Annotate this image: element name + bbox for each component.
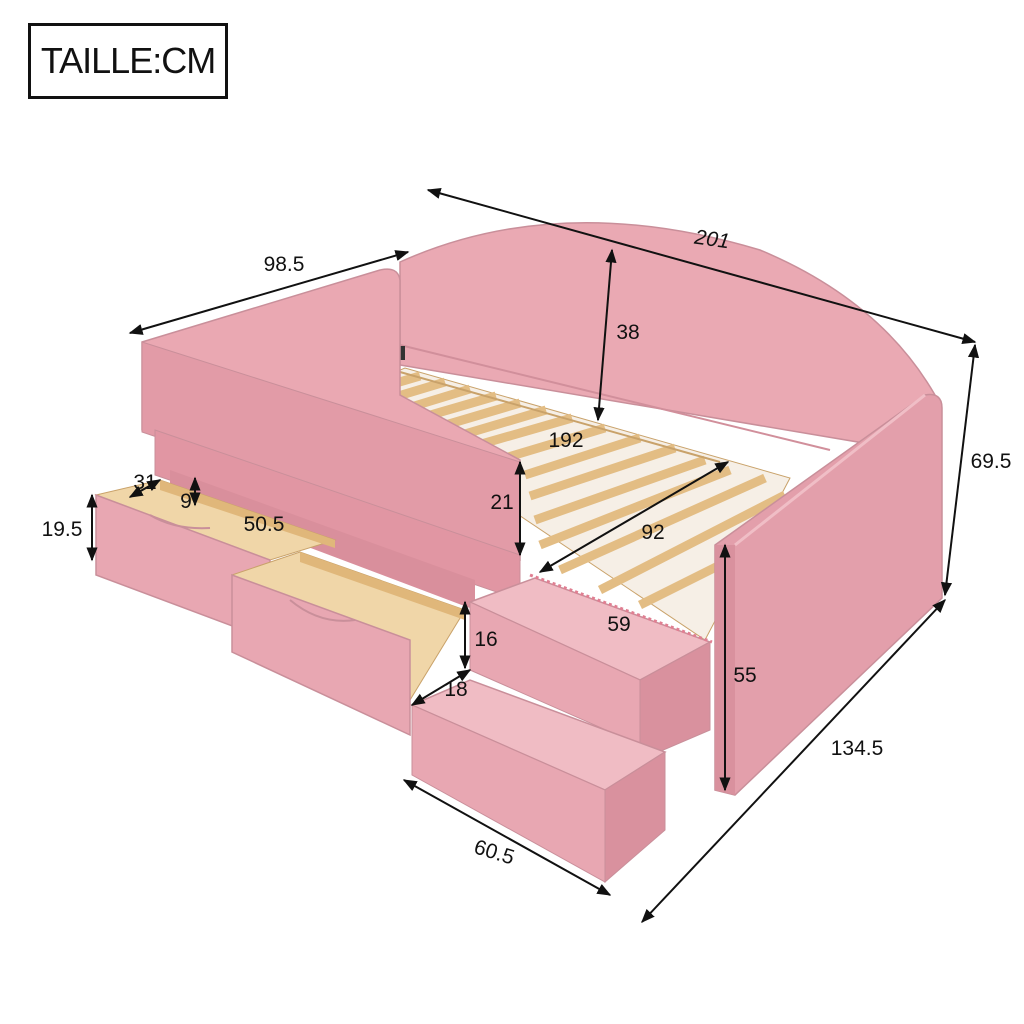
dim-side-rail-height: 21: [490, 491, 514, 514]
dim-length: 201: [693, 225, 732, 254]
dim-stair-width: 59: [607, 613, 631, 636]
dim-step-height: 16: [474, 628, 498, 651]
dim-backrest-height: 38: [616, 321, 640, 344]
dim-mattress-length: 192: [548, 429, 584, 452]
right-armrest: [714, 393, 943, 796]
dimension-lines: [86, 187, 980, 924]
dim-armrest-height: 55: [733, 664, 757, 687]
dim-total-height: 69.5: [970, 450, 1012, 473]
dim-step-depth: 18: [444, 678, 468, 701]
dim-depth: 98.5: [263, 253, 305, 276]
dim-drawer-width: 50.5: [243, 513, 285, 536]
dim-drawer-inner: 9: [180, 490, 192, 513]
unit-label: TAILLE:CM: [28, 23, 228, 99]
dim-drawer-height: 19.5: [41, 518, 83, 541]
dim-overall-depth: 134.5: [830, 737, 884, 760]
dim-mattress-width: 92: [641, 521, 665, 544]
dim-drawer-depth: 31: [133, 471, 157, 494]
